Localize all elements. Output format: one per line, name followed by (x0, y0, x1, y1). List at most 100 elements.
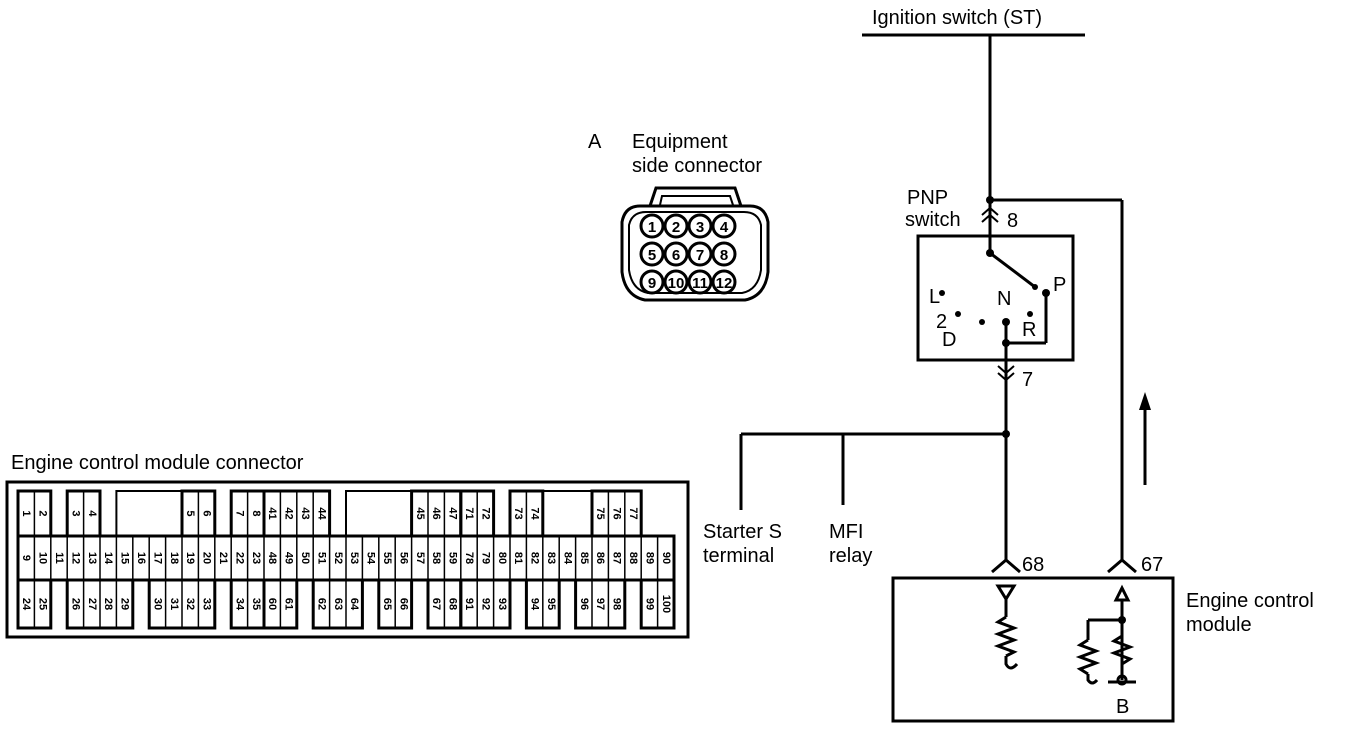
pnp-pos-p: P (1053, 274, 1066, 296)
ecm-pin-top: 8 (250, 510, 262, 516)
ecm-pin-bottom: 25 (37, 598, 49, 610)
connector-a-pin-hole (711, 269, 737, 295)
ecm-pin-middle: 50 (299, 552, 311, 564)
pnp-pos-n: N (997, 288, 1011, 310)
ecm-pin-bottom: 99 (643, 598, 655, 610)
direction-arrow-icon (1139, 392, 1151, 410)
ecm-pin-bottom: 91 (463, 598, 475, 610)
ecm-pin-middle: 15 (119, 552, 131, 564)
ecm-pin-middle: 89 (643, 552, 655, 564)
ecm-pin-bottom: 96 (578, 598, 590, 610)
ecm-pin-middle: 84 (561, 552, 573, 565)
pnp-contact-l (939, 290, 945, 296)
ecm-pin-middle: 90 (660, 552, 672, 564)
ecm-title-2: module (1186, 614, 1252, 636)
ecm-pin-middle: 53 (348, 552, 360, 564)
ecm-pin-middle: 23 (250, 552, 262, 564)
ecm-blank-cavity (115, 490, 183, 537)
ecm-pin-top: 71 (463, 507, 475, 519)
ecm-pin-top: 7 (233, 510, 245, 516)
ecm-pin-middle: 22 (233, 552, 245, 564)
connector-a-pin-label: 2 (672, 219, 680, 236)
ecm-pin-top: 4 (86, 510, 98, 517)
ecm-pin-middle: 86 (594, 552, 606, 564)
ecm-ground-label: B (1116, 696, 1129, 718)
ecm-title-1: Engine control (1186, 590, 1314, 612)
connector-a-pin-label: 9 (648, 275, 656, 292)
ecm-pin-middle: 10 (37, 552, 49, 564)
connector-a-pin-label: 10 (668, 275, 685, 292)
ecm-pin-bottom: 34 (233, 598, 245, 611)
connector-a-housing (620, 186, 770, 302)
ecm-pin-top: 2 (37, 510, 49, 516)
ecm-pin-middle: 16 (135, 552, 147, 564)
ecm-pin-bottom: 27 (86, 598, 98, 610)
ecm-pin-middle: 52 (332, 552, 344, 564)
mfi-label-2: relay (829, 545, 872, 567)
connector-a-pin-hole (687, 269, 713, 295)
ecm-pin-bottom: 28 (102, 598, 114, 610)
pnp-pin-8: 8 (1007, 210, 1018, 232)
ecm-pin-middle: 81 (512, 552, 524, 564)
connector-a-pin-hole (663, 241, 689, 267)
ecm-pin-top: 77 (627, 507, 639, 519)
ecm-pin-middle: 13 (86, 552, 98, 564)
pnp-pos-l: L (929, 286, 940, 308)
ecm-pin-top: 75 (594, 507, 606, 519)
ecm-pin-middle: 59 (447, 552, 459, 564)
ecm-pin-bottom: 32 (184, 598, 196, 610)
ecm-pin-bottom: 67 (430, 598, 442, 610)
ecm-pin-middle: 48 (266, 552, 278, 564)
connector-a-pin-label: 6 (672, 247, 680, 264)
ecm-pin-67: 67 (1141, 554, 1163, 576)
connector-a-pin-label: 7 (696, 247, 704, 264)
ecm-pin-top: 45 (414, 507, 426, 519)
ecm-pin-bottom: 64 (348, 598, 360, 611)
connector-a-pin-label: 4 (720, 219, 729, 236)
ecm-pin-top: 74 (529, 507, 541, 520)
pnp-junction (1002, 339, 1010, 347)
pnp-title-2: switch (905, 209, 961, 231)
ecm-pin-middle: 19 (184, 552, 196, 564)
connector-a-pin-hole (711, 241, 737, 267)
ecm-pin-middle: 82 (529, 552, 541, 564)
ecm-pin-bottom: 92 (479, 598, 491, 610)
ecm-pin-bottom: 29 (119, 598, 131, 610)
ecm-pin-middle: 83 (545, 552, 557, 564)
starter-label-1: Starter S (703, 521, 782, 543)
ecm-pin-middle: 14 (102, 552, 114, 565)
ecm-pin-bottom: 68 (447, 598, 459, 610)
connector-a-pin-label: 12 (716, 275, 733, 292)
ecm-pin-bottom: 61 (283, 598, 295, 610)
ecm-pin-middle: 85 (578, 552, 590, 564)
pnp-contact-2 (955, 311, 961, 317)
connector-a-pin-hole (639, 213, 665, 239)
ecm-pin-top: 6 (201, 510, 213, 516)
connector-a-pin-label: 5 (648, 247, 656, 264)
ecm-pin-bottom: 35 (250, 598, 262, 610)
ecm-pin-bottom: 97 (594, 598, 606, 610)
ecm-pin-middle: 55 (381, 552, 393, 564)
ecm-pin-middle: 51 (315, 552, 327, 564)
ecm-pin-middle: 56 (397, 552, 409, 564)
ecm-pin-top: 44 (315, 507, 327, 520)
pnp-contact-d (979, 319, 985, 325)
ignition-switch-label: Ignition switch (ST) (872, 7, 1042, 29)
ecm-input-68 (993, 584, 1019, 670)
pnp-title-1: PNP (907, 187, 948, 209)
pnp-switch-arm (989, 251, 1036, 289)
ecm-pin-top: 42 (283, 507, 295, 519)
ecm-pin-top: 41 (266, 507, 278, 519)
ecm-pin-bottom: 66 (397, 598, 409, 610)
ecm-connector-outline (5, 480, 690, 639)
connector-a-title-1: Equipment (632, 131, 728, 153)
starter-label-2: terminal (703, 545, 774, 567)
pnp-switch-box (916, 234, 1075, 362)
ecm-pin-middle: 57 (414, 552, 426, 564)
connector-a-pin-label: 1 (648, 219, 656, 236)
connector-a-pin-hole (687, 241, 713, 267)
ecm-pin-bottom: 24 (20, 598, 32, 611)
ecm-pin-bottom: 94 (529, 598, 541, 611)
